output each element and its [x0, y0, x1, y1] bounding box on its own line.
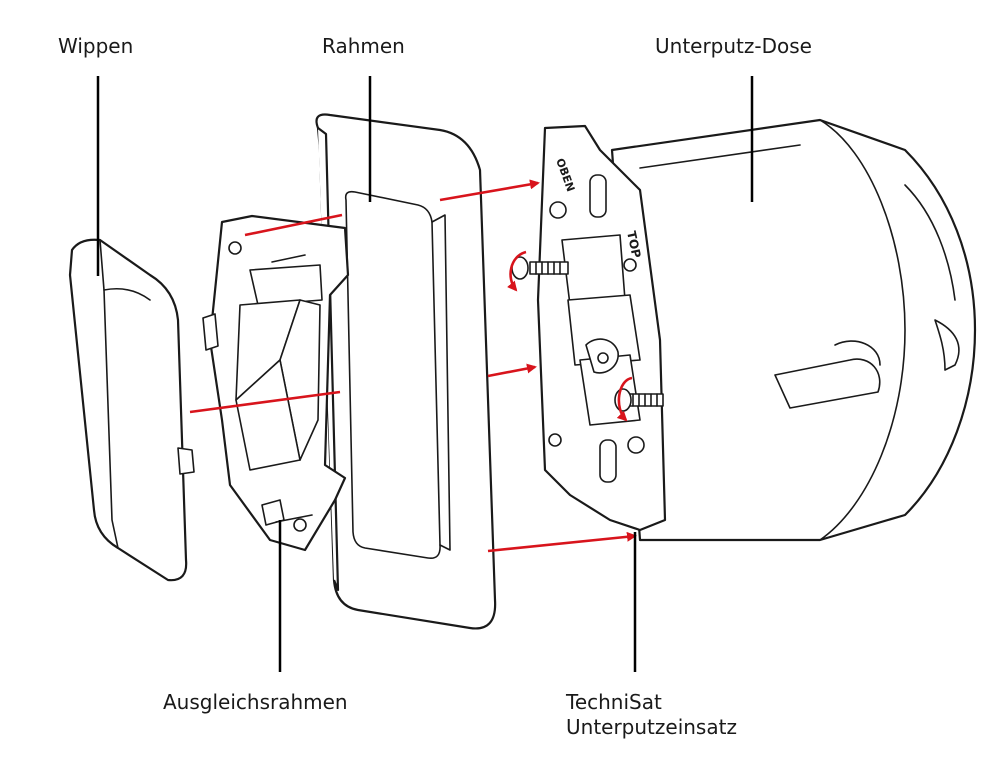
- label-rahmen: Rahmen: [322, 34, 405, 58]
- assembly-arrows: [189, 179, 637, 553]
- rocker: [68, 238, 195, 582]
- top-marking: TOP: [624, 230, 643, 260]
- label-unterputz-dose: Unterputz-Dose: [655, 34, 812, 58]
- leader-lines: [96, 76, 754, 672]
- insert-mechanism: OBEN TOP: [507, 124, 667, 532]
- frame: [315, 113, 497, 630]
- adapter-frame: [202, 214, 350, 552]
- arrow-frame-to-insert-mid: [487, 363, 537, 378]
- label-wippen: Wippen: [58, 34, 134, 58]
- arrow-frame-to-insert-top: [439, 179, 540, 202]
- label-technisat-unterputzeinsatz: TechniSat Unterputzeinsatz: [566, 690, 737, 740]
- label-einsatz-line1: TechniSat: [566, 690, 662, 714]
- arrow-adapter-to-frame: [244, 213, 343, 237]
- flush-box: [610, 118, 977, 542]
- arrow-rocker-to-adapter: [189, 390, 341, 414]
- arrow-frame-to-insert-bottom: [487, 531, 637, 553]
- label-einsatz-line2: Unterputzeinsatz: [566, 715, 737, 739]
- label-ausgleichsrahmen: Ausgleichsrahmen: [163, 690, 348, 714]
